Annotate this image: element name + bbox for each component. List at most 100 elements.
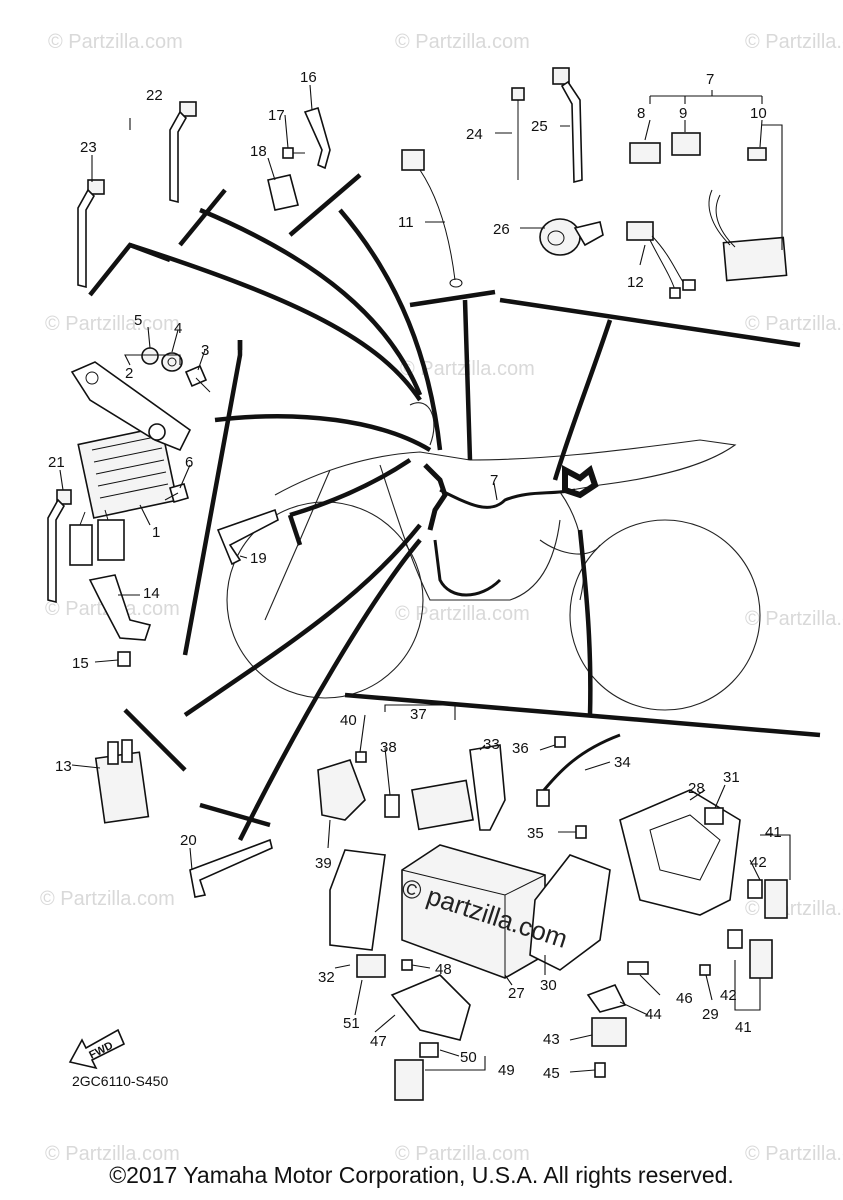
watermark-lower-left: © Partzilla.com <box>40 888 175 910</box>
label-19: 19 <box>250 550 267 567</box>
label-41a: 41 <box>765 824 782 841</box>
part-33-stay <box>469 744 506 831</box>
part-20-cable-tie <box>189 838 273 898</box>
part-36-bolt <box>554 736 566 748</box>
diagram-code: 2GC6110-S450 <box>72 1073 169 1089</box>
callout-leaders <box>88 173 821 842</box>
part-40-screw <box>355 751 367 763</box>
label-48: 48 <box>435 961 452 978</box>
label-9: 9 <box>679 105 687 122</box>
label-41b: 41 <box>735 1019 752 1036</box>
label-30: 30 <box>540 977 557 994</box>
part-32-battery-cover <box>329 849 386 951</box>
part-38-cushion <box>384 794 400 818</box>
label-47: 47 <box>370 1033 387 1050</box>
label-35: 35 <box>527 825 544 842</box>
watermark-middle-right: © Partzilla.com <box>745 608 843 630</box>
label-39: 39 <box>315 855 332 872</box>
part-21-cable-tie <box>47 489 72 604</box>
label-13: 13 <box>55 758 72 775</box>
label-2: 2 <box>125 365 133 382</box>
part-4-grommet <box>161 352 183 372</box>
part-9-relay <box>671 132 701 156</box>
part-19-clamp <box>216 508 279 566</box>
label-44: 44 <box>645 1006 662 1023</box>
part-12-sub-harness <box>626 221 696 299</box>
label-32: 32 <box>318 969 335 986</box>
part-34-battery-cable <box>536 733 621 807</box>
part-31-cushion <box>704 807 724 825</box>
part-43-bracket <box>591 1017 627 1047</box>
label-27: 27 <box>508 985 525 1002</box>
label-7b: 7 <box>490 472 498 489</box>
label-40: 40 <box>340 712 357 729</box>
label-6: 6 <box>185 454 193 471</box>
part-24-cable-tie <box>511 87 525 180</box>
label-42b: 42 <box>720 987 737 1004</box>
label-24: 24 <box>466 126 483 143</box>
label-34: 34 <box>614 754 631 771</box>
part-5-collar <box>141 347 159 365</box>
part-25-cable-tie <box>552 67 583 184</box>
label-1: 1 <box>152 524 160 541</box>
watermark-middle-mid: © Partzilla.com <box>395 603 530 625</box>
label-38: 38 <box>380 739 397 756</box>
label-29: 29 <box>702 1006 719 1023</box>
part-10-fuse <box>747 147 767 161</box>
label-28: 28 <box>688 780 705 797</box>
watermark-bottom-left: © Partzilla.com <box>45 1143 180 1165</box>
part-15-bolt <box>117 651 131 667</box>
part-37-starter-relay <box>411 779 474 831</box>
label-21: 21 <box>48 454 65 471</box>
part-29-bolt <box>699 964 711 976</box>
part-45-bolt <box>594 1062 606 1078</box>
part-13-fuse-holder <box>94 739 150 824</box>
label-leaders <box>59 84 791 1073</box>
watermark-lower-right: © Partzilla.com <box>745 898 843 920</box>
part-1-rectifier-regulator <box>69 425 178 566</box>
part-26-horn <box>539 218 604 256</box>
part-2-bracket <box>70 361 192 452</box>
part-39-starter-relay-cover <box>317 759 366 821</box>
part-3-bolt <box>184 364 211 393</box>
label-33: 33 <box>483 736 500 753</box>
part-30-ecu <box>529 854 611 971</box>
fwd-arrow-icon: FWD <box>68 1028 126 1070</box>
part-44-clamp <box>586 984 627 1013</box>
label-26: 26 <box>493 221 510 238</box>
watermark-top-mid: © Partzilla.com <box>395 31 530 53</box>
label-45: 45 <box>543 1065 560 1082</box>
part-labels: 1 2 3 4 5 6 7 7 8 9 10 11 12 13 14 15 16… <box>48 69 782 1082</box>
label-4: 4 <box>174 320 182 337</box>
part-11-lead-wire <box>401 149 463 288</box>
label-3: 3 <box>201 342 209 359</box>
part-16-stay <box>303 106 331 170</box>
part-42-connector-cover <box>727 879 763 949</box>
label-22: 22 <box>146 87 163 104</box>
part-7-ecu-module <box>708 189 788 282</box>
label-10: 10 <box>750 105 767 122</box>
label-46: 46 <box>676 990 693 1007</box>
fwd-label: FWD <box>87 1040 115 1062</box>
label-25: 25 <box>531 118 548 135</box>
part-23-cable-tie <box>77 179 105 289</box>
part-6-bolt <box>164 483 189 503</box>
motorcycle-outline <box>226 402 761 711</box>
label-36: 36 <box>512 740 529 757</box>
part-17-screw <box>282 147 305 159</box>
label-23: 23 <box>80 139 97 156</box>
label-8: 8 <box>637 105 645 122</box>
watermark-bottom-mid: © Partzilla.com <box>395 1143 530 1165</box>
label-15: 15 <box>72 655 89 672</box>
part-22-cable-tie <box>169 101 197 204</box>
label-7a: 7 <box>706 71 714 88</box>
part-46-cushion <box>627 961 649 975</box>
part-51-sensor <box>356 954 386 978</box>
label-49: 49 <box>498 1062 515 1079</box>
wire-harness <box>423 463 599 597</box>
watermark-top-left: © Partzilla.com <box>48 31 183 53</box>
part-47-bracket <box>390 974 471 1041</box>
watermark-upper-right: © Partzilla.com <box>745 313 843 335</box>
label-43: 43 <box>543 1031 560 1048</box>
